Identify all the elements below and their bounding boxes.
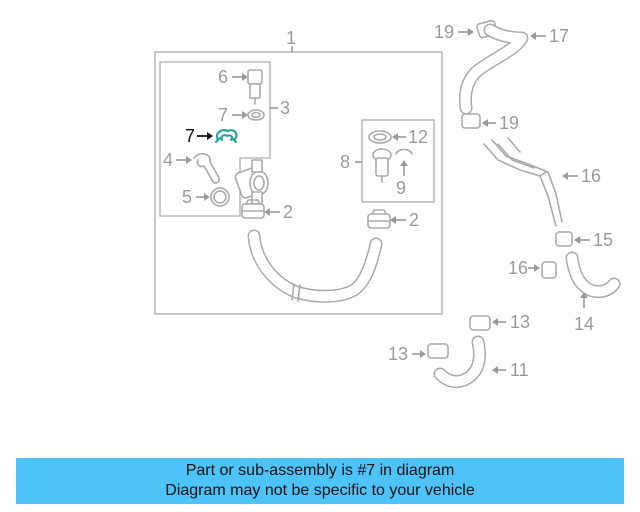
parts-diagram: 1 3 8 6 7 7 4 5 [154, 19, 621, 389]
part-5-oring [210, 187, 230, 207]
part-2-clamp [241, 199, 265, 219]
callout-15: 15 [593, 230, 613, 250]
callout-5: 5 [182, 187, 192, 207]
callout-16: 16 [508, 258, 528, 278]
callout-4: 4 [163, 150, 173, 170]
banner-line-2: Diagram may not be specific to your vehi… [165, 482, 475, 499]
part-10-clip [395, 148, 413, 155]
part-16-clamp [541, 261, 557, 279]
part-18-coolant-pipe [459, 23, 529, 115]
part-14-hose [565, 251, 621, 299]
part-19-clamp-bottom [461, 113, 481, 129]
callout-1: 1 [286, 28, 296, 48]
part-12-hose [433, 335, 486, 389]
info-banner: Part or sub-assembly is #7 in diagram Di… [16, 458, 624, 504]
callout-17: 16 [581, 166, 601, 186]
coolant-outlet-housing [234, 159, 269, 205]
callout-9: 8 [340, 152, 350, 172]
part-2-clamp [367, 209, 391, 229]
callout-2a: 2 [283, 202, 293, 222]
part-15-clamp [555, 231, 573, 247]
part-11-gasket [368, 130, 392, 144]
callout-19b: 19 [499, 113, 519, 133]
thermostat [372, 148, 392, 183]
part-17-metal-pipe [483, 137, 563, 227]
callout-14: 14 [574, 314, 594, 334]
callout-2b: 2 [409, 210, 419, 230]
callout-7: 7 [185, 126, 195, 146]
banner-line-1: Part or sub-assembly is #7 in diagram [185, 462, 455, 479]
callout-13a: 13 [510, 312, 530, 332]
coolant-hose-main [247, 229, 383, 303]
callout-12: 11 [510, 360, 529, 380]
part-13-clamp [469, 315, 491, 331]
part-4-clip [193, 152, 220, 184]
assembly-1-box [154, 51, 443, 315]
callout-10: 9 [396, 178, 406, 198]
callout-13b: 13 [388, 344, 408, 364]
subassembly-3-box [159, 61, 271, 217]
part-8-washer [247, 109, 265, 121]
callout-19a: 19 [434, 22, 454, 42]
part-13-clamp [427, 343, 449, 359]
callout-6: 6 [218, 67, 228, 87]
subassembly-9-box [361, 119, 435, 203]
callout-3: 3 [280, 98, 290, 118]
callout-18: 17 [549, 26, 569, 46]
callout-8: 7 [218, 105, 228, 125]
callout-11: 12 [408, 127, 428, 147]
part-6-sensor [247, 69, 263, 105]
